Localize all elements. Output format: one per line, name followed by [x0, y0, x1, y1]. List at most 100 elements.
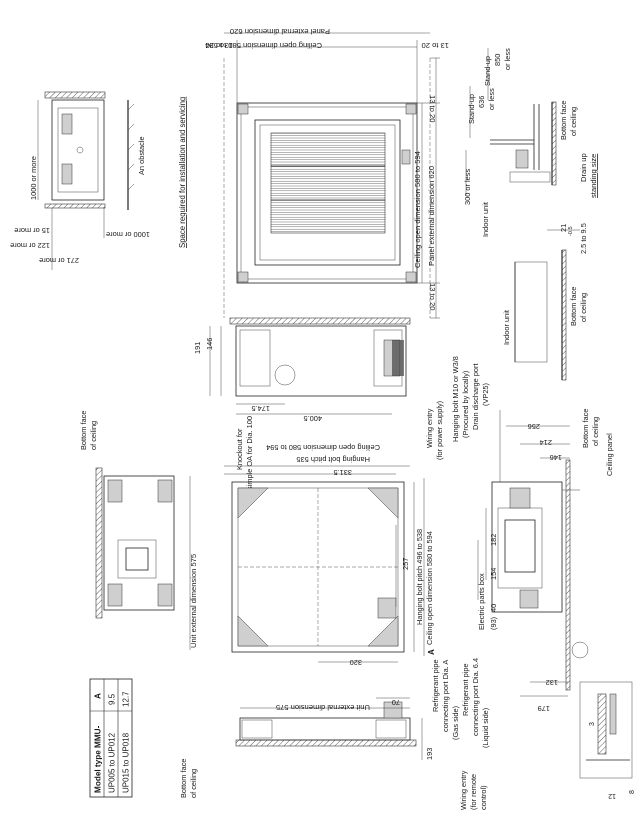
ref-liq-2: connecting port Dia. 6.4 [471, 658, 480, 736]
bottom-193: 193 [425, 748, 434, 760]
service-15: 15 or more [14, 226, 50, 235]
left-of-ceiling: of ceiling [89, 421, 98, 450]
plan-257: 257 [401, 558, 410, 570]
ceiling-detail-diagram: Indoor unit Bottom face of ceiling 2.5 t… [502, 223, 588, 381]
panel-external-620-vertical: Panel external dimension 620 [427, 166, 436, 266]
service-271: 271 or more [39, 256, 79, 265]
detail-3: 3 [589, 722, 596, 726]
plan-view: Ceiling open dimension 580 to 594 Hangin… [224, 443, 436, 667]
detail-indoor-unit: Indoor unit [502, 310, 511, 345]
detail-range: 2.5 to 9.5 [579, 223, 588, 254]
right-182: 182 [489, 534, 498, 546]
right-93: (93) [489, 617, 498, 630]
stand-up-850-val: 850 [493, 54, 502, 66]
right-ceiling-panel: Ceiling panel [605, 433, 614, 476]
side-146: 146 [205, 338, 214, 350]
drain-of-ceiling: of ceiling [569, 107, 578, 136]
right-hanging-bolt: Hanging bolt M10 or W3/8 [451, 356, 460, 442]
plan-label-a: A [427, 649, 436, 655]
table-row-1-model: UP005 to UP012 [108, 732, 117, 793]
wiring-remote-1: Wiring entry [459, 770, 468, 810]
table-header-a: A [94, 693, 103, 699]
wiring-entry-power-2: (for power supply) [435, 401, 444, 460]
stand-up-636-orless: or less [487, 88, 496, 110]
right-electric-box: Electric parts box [477, 573, 486, 630]
ref-gas-3: (Gas side) [451, 706, 460, 740]
panel-external-620-top: Panel external dimension 620 [230, 27, 330, 36]
table-row-1-a: 9.5 [108, 693, 117, 705]
wiring-remote-3: control) [479, 785, 488, 810]
side-400-5: 400.5 [304, 414, 323, 423]
detail-of-ceiling: of ceiling [579, 293, 588, 322]
bottom-70: 70 [392, 698, 400, 707]
ref-liq-1: Refrigerant pipe [461, 663, 470, 716]
knockout-label: Knockout for [235, 428, 244, 470]
service-1000-top: 1000 or more [29, 156, 38, 200]
stand-up-850-orless: or less [503, 48, 512, 70]
drain-up-title: Drain up [579, 153, 588, 182]
plan-331-5: 331.5 [334, 468, 353, 477]
bottom-of-ceiling: of ceiling [189, 769, 198, 798]
right-procured: (Procured by locally) [461, 371, 470, 438]
side-174-5: 174.5 [252, 404, 271, 413]
plan-hanging-535: Hanging bolt pitch 535 [296, 455, 370, 464]
right-214: 214 [540, 438, 552, 447]
edge-13-20-bottom: 13 to 20 [428, 283, 437, 310]
service-space-title: Space required for installation and serv… [178, 97, 187, 248]
left-unit-view: Unit external dimension 575 Bottom face … [79, 411, 198, 650]
ref-gas-1: Refrigerant pipe [431, 659, 440, 712]
edge-13-20-left: 13 to 20 [206, 41, 233, 50]
detail-12: 12 [608, 792, 616, 799]
table-row-2-a: 12.7 [122, 691, 131, 707]
right-256: 256 [528, 422, 540, 431]
right-146: 146 [550, 453, 562, 462]
obstacle-label: An obstacle [137, 136, 146, 175]
ceiling-open-580-top: Ceiling open dimension 580 to 594 [205, 41, 322, 50]
right-vp25: (VP25) [481, 383, 490, 406]
right-section-view: 256 214 146 Hanging bolt M10 or W3/8 (Pr… [451, 356, 636, 799]
side-191: 191 [193, 342, 202, 354]
plan-320: 320 [350, 658, 362, 667]
knockout-label-2: simple OA for Dia. 100 [245, 416, 254, 490]
service-space-diagram: 1000 or more 15 or more 122 or more 271 … [10, 91, 187, 270]
drain-300-or-less: 300 or less [463, 169, 472, 205]
bottom-bottom-face: Bottom face [179, 759, 188, 798]
plan-open-vertical: Ceiling open dimension 580 to 594 [425, 531, 434, 645]
stand-up-636-val: 636 [477, 96, 486, 108]
edge-13-20-right: 13 to 20 [422, 41, 449, 50]
plan-hanging-496: Hanging bolt pitch 496 to 538 [415, 529, 424, 625]
ref-liq-3: (Liquid side) [481, 708, 490, 748]
right-154: 154 [489, 568, 498, 580]
right-bottom-face: Bottom face [581, 409, 590, 448]
detail-frac: 21 [559, 224, 568, 232]
right-drain-discharge: Drain discharge port [471, 363, 480, 430]
right-179: 179 [538, 704, 550, 713]
ceiling-open-580-vertical: Ceiling open dimension 580 to 594 [413, 151, 422, 268]
ceiling-panel-view: Panel external dimension 620 Ceiling ope… [205, 27, 449, 319]
bottom-unit-view: Unit external dimension 575 70 193 Refri… [179, 658, 490, 810]
drain-up-subtitle: standing size [589, 154, 598, 198]
edge-13-20-top: 13 to 20 [428, 95, 437, 122]
plan-open-580: Ceiling open dimension 580 to 594 [266, 443, 380, 452]
wiring-remote-2: (for remote [469, 774, 478, 810]
model-type-table: Model type MMU- A UP005 to UP012 9.5 UP0… [89, 678, 133, 798]
detail-frac-sub: -0.5 [568, 226, 574, 236]
right-of-ceiling: of ceiling [591, 417, 600, 446]
drain-up-diagram: Stand-up 850 or less Stand-up 636 or les… [463, 48, 598, 237]
service-122: 122 or more [10, 241, 50, 250]
left-unit-575: Unit external dimension 575 [189, 554, 198, 648]
drain-bottom-face: Bottom face [559, 101, 568, 140]
table-row-2-model: UP015 to UP018 [122, 732, 131, 793]
wiring-entry-power: Wiring entry [425, 408, 434, 448]
detail-bottom-face: Bottom face [569, 287, 578, 326]
table-header-model: Model type MMU- [94, 725, 103, 793]
left-bottom-face: Bottom face [79, 411, 88, 450]
service-1000-side: 1000 or more [106, 230, 150, 239]
right-132: 132 [546, 678, 558, 687]
side-view-top: 191 146 174.5 400.5 Knockout for simple … [193, 317, 444, 490]
drain-indoor-unit: Indoor unit [481, 202, 490, 237]
stand-up-636-label: Stand-up [467, 94, 476, 124]
stand-up-850-label: Stand-up [483, 56, 492, 86]
right-40: 40 [489, 604, 498, 612]
